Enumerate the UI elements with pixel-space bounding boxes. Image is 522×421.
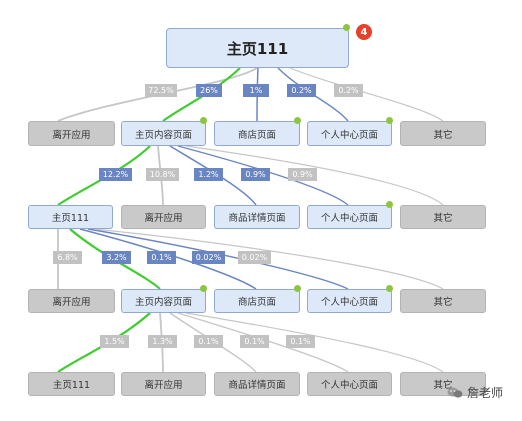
node-level3[interactable]: 离开应用 bbox=[28, 289, 115, 313]
node-label: 主页111 bbox=[52, 380, 91, 391]
node-level4[interactable]: 个人中心页面 bbox=[307, 372, 392, 396]
edge-label: 1.5% bbox=[100, 335, 129, 348]
node-label: 个人中心页面 bbox=[320, 213, 378, 224]
edge-label: 0.1% bbox=[194, 335, 223, 348]
root-label: 主页111 bbox=[226, 39, 289, 58]
node-level2[interactable]: 其它 bbox=[400, 205, 486, 229]
edge-root-profile bbox=[277, 67, 349, 122]
edge-l3-home bbox=[57, 312, 151, 373]
status-dot bbox=[386, 117, 393, 124]
edge-label: 0.2% bbox=[287, 84, 316, 97]
edge-label: 0.02% bbox=[238, 251, 271, 264]
status-dot bbox=[386, 285, 393, 292]
edge-label: 0.2% bbox=[334, 84, 363, 97]
node-level4[interactable]: 商品详情页面 bbox=[214, 372, 300, 396]
edge-root-content bbox=[162, 67, 241, 122]
edge-label: 0.9% bbox=[288, 168, 317, 181]
node-level3[interactable]: 主页内容页面 bbox=[121, 289, 206, 313]
node-label: 离开应用 bbox=[144, 380, 183, 391]
node-level1[interactable]: 其它 bbox=[400, 121, 486, 146]
node-label: 其它 bbox=[433, 129, 453, 141]
edge-label: 0.02% bbox=[192, 251, 225, 264]
node-label: 个人中心页面 bbox=[320, 380, 378, 391]
node-label: 商品详情页面 bbox=[228, 213, 286, 224]
node-level4[interactable]: 其它 bbox=[400, 372, 486, 396]
count-badge: 4 bbox=[356, 24, 372, 40]
edge-label: 10.8% bbox=[146, 168, 179, 181]
edge-label: 3.2% bbox=[102, 251, 131, 264]
edge-label: 26% bbox=[196, 84, 222, 97]
edge-label: 0.1% bbox=[286, 335, 315, 348]
edge-l1-profile bbox=[177, 145, 349, 206]
node-label: 主页内容页面 bbox=[134, 129, 192, 141]
edge-label: 1.2% bbox=[194, 168, 223, 181]
node-label: 其它 bbox=[433, 297, 453, 308]
status-dot bbox=[294, 117, 301, 124]
status-dot bbox=[386, 201, 393, 208]
node-level3[interactable]: 其它 bbox=[400, 289, 486, 313]
node-label: 个人中心页面 bbox=[320, 129, 378, 141]
node-level2[interactable]: 个人中心页面 bbox=[307, 205, 392, 229]
status-dot bbox=[343, 24, 350, 31]
edge-l3-detail bbox=[169, 312, 257, 373]
status-dot bbox=[200, 117, 207, 124]
wechat-icon bbox=[447, 387, 463, 398]
node-label: 主页内容页面 bbox=[134, 297, 192, 308]
watermark-text: 詹老师 bbox=[467, 386, 504, 400]
node-label: 离开应用 bbox=[144, 213, 183, 224]
edge-l1-detail bbox=[169, 145, 257, 206]
node-level3[interactable]: 个人中心页面 bbox=[307, 289, 392, 313]
edge-l2-other bbox=[93, 228, 444, 290]
edge-label: 0.1% bbox=[240, 335, 269, 348]
edge-label: 1.3% bbox=[148, 335, 177, 348]
node-label: 其它 bbox=[433, 213, 453, 224]
edge-l3-other bbox=[185, 312, 444, 373]
edge-l3-leave bbox=[159, 312, 164, 373]
node-label: 商店页面 bbox=[237, 297, 276, 308]
edge-label: 0.9% bbox=[241, 168, 270, 181]
edge-l1-other bbox=[185, 145, 444, 206]
node-label: 离开应用 bbox=[52, 297, 91, 308]
edge-label: 0.1% bbox=[147, 251, 176, 264]
node-label: 商店页面 bbox=[237, 129, 276, 141]
node-level2[interactable]: 离开应用 bbox=[121, 205, 206, 229]
edge-l2-shop bbox=[79, 228, 257, 290]
node-label: 主页111 bbox=[51, 213, 90, 224]
edge-label: 72.5% bbox=[145, 84, 177, 97]
root-node[interactable]: 主页111 bbox=[166, 28, 349, 68]
node-level2[interactable]: 主页111 bbox=[28, 205, 113, 229]
node-level2[interactable]: 商品详情页面 bbox=[214, 205, 300, 229]
node-level1[interactable]: 主页内容页面 bbox=[121, 121, 206, 146]
node-level1[interactable]: 离开应用 bbox=[28, 121, 115, 146]
status-dot bbox=[200, 285, 207, 292]
node-label: 个人中心页面 bbox=[320, 297, 378, 308]
node-level1[interactable]: 个人中心页面 bbox=[307, 121, 392, 146]
node-level3[interactable]: 商店页面 bbox=[214, 289, 300, 313]
watermark: 詹老师 bbox=[447, 384, 503, 401]
node-label: 其它 bbox=[433, 380, 453, 391]
edge-label: 6.8% bbox=[53, 251, 82, 264]
status-dot bbox=[294, 285, 301, 292]
node-level4[interactable]: 主页111 bbox=[28, 372, 115, 396]
edge-root-other bbox=[289, 67, 444, 122]
node-level4[interactable]: 离开应用 bbox=[121, 372, 206, 396]
node-label: 商品详情页面 bbox=[228, 380, 286, 391]
node-label: 离开应用 bbox=[52, 129, 91, 141]
node-level1[interactable]: 商店页面 bbox=[214, 121, 300, 146]
edge-label: 12.2% bbox=[99, 168, 132, 181]
edge-label: 1% bbox=[243, 84, 269, 97]
